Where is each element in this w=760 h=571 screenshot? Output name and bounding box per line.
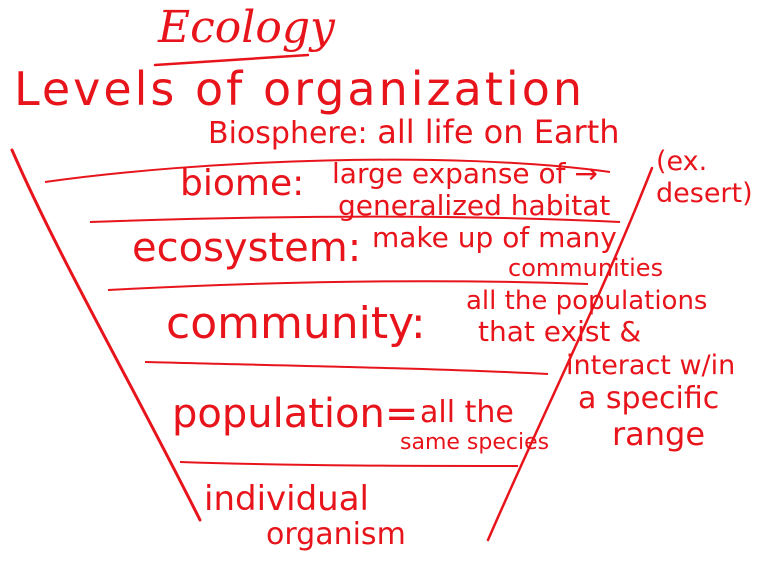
ecosystem-desc-line1: make up of many xyxy=(372,221,617,254)
level-name: Biosphere xyxy=(208,116,358,151)
community-desc-line4: a specific xyxy=(578,381,720,416)
level-individual-organism-line2: organism xyxy=(266,517,406,552)
title-underline xyxy=(153,53,310,67)
level-description: all life on Earth xyxy=(377,113,620,151)
ecosystem-desc-line2: communities xyxy=(508,254,664,282)
community-desc-line5: range xyxy=(612,415,706,453)
level-divider-1 xyxy=(44,158,611,183)
level-biosphere: Biosphere: all life on Earth xyxy=(208,113,620,151)
arrow-icon: → xyxy=(574,157,598,190)
biome-desc-line2: generalized habitat xyxy=(338,189,611,222)
level-individual-organism: individual xyxy=(204,479,370,519)
level-divider-4 xyxy=(144,361,549,375)
level-divider-5 xyxy=(179,461,519,467)
community-desc-line2: that exist & xyxy=(478,315,642,348)
level-ecosystem: ecosystem: xyxy=(132,225,362,271)
biome-example: (ex. desert) xyxy=(656,146,753,210)
level-name: ecosystem xyxy=(132,225,348,271)
biome-desc-line1: large expanse of → xyxy=(332,157,598,190)
level-community: community: xyxy=(166,298,426,349)
population-desc-line1: all the xyxy=(420,395,514,430)
level-population: population= xyxy=(172,391,419,437)
page-subtitle: Levels of organization xyxy=(14,62,585,116)
level-name: population xyxy=(172,391,385,437)
level-biome: biome: xyxy=(180,163,305,204)
population-desc-line2: same species xyxy=(400,430,550,455)
level-name: biome xyxy=(180,163,293,204)
level-divider-3 xyxy=(107,280,589,291)
funnel-right-edge xyxy=(486,166,654,542)
level-name: community xyxy=(166,298,411,349)
community-desc-line3: interact w/in xyxy=(566,350,736,381)
community-desc-line1: all the populations xyxy=(466,286,708,316)
page-title: Ecology xyxy=(158,2,335,53)
funnel-left-edge xyxy=(10,148,202,522)
level-divider-2 xyxy=(89,215,621,223)
